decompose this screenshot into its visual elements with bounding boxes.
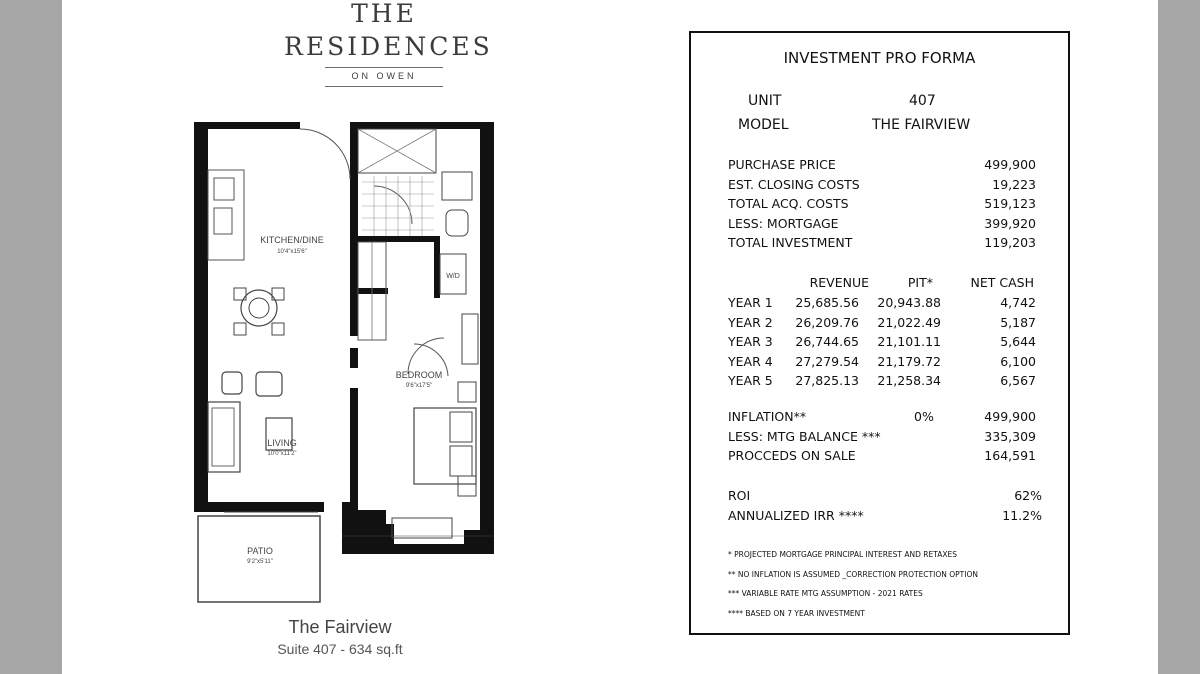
sale-label: LESS: MTG BALANCE *** (728, 428, 881, 444)
year-pit: 21,022.49 (877, 314, 941, 330)
year-revenue: 26,744.65 (795, 334, 859, 349)
footnote: *** VARIABLE RATE MTG ASSUMPTION - 2021 … (728, 589, 923, 598)
model-label: MODEL (738, 117, 789, 133)
cost-value: 119,203 (984, 235, 1036, 250)
room-dim-living: 10'0"x11'2" (267, 451, 296, 457)
cost-label: TOTAL INVESTMENT (728, 235, 853, 250)
year-label: YEAR 4 (728, 353, 773, 369)
return-label: ROI (728, 488, 751, 503)
year-pit: 21,179.72 (877, 353, 941, 369)
room-label-wd: W/D (446, 273, 460, 280)
cost-value: 499,900 (984, 157, 1036, 172)
column-header-revenue: REVENUE (809, 275, 869, 290)
room-dim-kitchen: 10'4"x15'6" (277, 249, 307, 255)
sale-label: INFLATION** (728, 409, 807, 424)
sale-value: 335,309 (984, 428, 1036, 444)
cost-label: LESS: MORTGAGE (728, 215, 839, 231)
return-label: ANNUALIZED IRR **** (728, 507, 864, 523)
room-label-living: LIVING (267, 438, 297, 448)
sale-value: 499,900 (984, 409, 1036, 424)
cost-value: 519,123 (984, 196, 1036, 211)
room-dim-patio: 9'2"x5'11" (247, 559, 273, 565)
column-header-pit: PIT* (907, 275, 933, 290)
year-label: YEAR 3 (728, 334, 773, 349)
footnote: * PROJECTED MORTGAGE PRINCIPAL INTEREST … (728, 550, 957, 559)
cost-label: EST. CLOSING COSTS (728, 176, 860, 192)
cost-label: PURCHASE PRICE (728, 157, 836, 172)
return-value: 11.2% (1002, 507, 1042, 523)
year-revenue: 27,279.54 (795, 353, 859, 369)
sale-mid: 0% (914, 409, 934, 424)
model-value: THE FAIRVIEW (872, 117, 971, 133)
brand-line1: THE (351, 0, 417, 28)
cost-value: 19,223 (992, 176, 1036, 192)
room-label-kitchen: KITCHEN/DINE (260, 235, 324, 245)
cost-value: 399,920 (984, 215, 1036, 231)
unit-label: UNIT (748, 93, 782, 109)
plan-suite: Suite 407 - 634 sq.ft (277, 641, 403, 657)
brand-line2: RESIDENCES (284, 32, 493, 61)
room-label-bedroom: BEDROOM (396, 370, 443, 380)
floor-plan: KITCHEN/DINE 10'4"x15'6" BEDROOM 9'6"x17… (194, 122, 494, 603)
year-revenue: 25,685.56 (795, 295, 859, 310)
brand-divider (325, 67, 443, 68)
year-revenue: 26,209.76 (795, 314, 859, 330)
year-label: YEAR 2 (728, 314, 773, 330)
room-dim-bedroom: 9'6"x17'5" (406, 383, 432, 389)
footnote: ** NO INFLATION IS ASSUMED _CORRECTION P… (728, 569, 978, 579)
plan-name: The Fairview (288, 617, 392, 637)
sale-label: PROCCEDS ON SALE (728, 448, 856, 463)
brand-subtitle: ON OWEN (351, 71, 417, 81)
column-header-net-cash: NET CASH (970, 275, 1034, 290)
footnote: **** BASED ON 7 YEAR INVESTMENT (728, 608, 865, 618)
room-label-patio: PATIO (247, 546, 273, 556)
year-label: YEAR 5 (728, 373, 773, 388)
investment-pro-forma: INVESTMENT PRO FORMA UNIT 407 MODEL THE … (689, 31, 1070, 635)
year-net-cash: 5,644 (1000, 334, 1036, 349)
unit-value: 407 (909, 93, 936, 109)
brand-divider-bottom (325, 86, 443, 87)
year-label: YEAR 1 (728, 295, 773, 310)
year-pit: 21,258.34 (877, 373, 941, 388)
year-net-cash: 6,100 (1000, 353, 1036, 369)
brand-logo: THE RESIDENCES ON OWEN (284, 0, 493, 87)
sale-value: 164,591 (984, 448, 1036, 463)
cost-label: TOTAL ACQ. COSTS (728, 196, 849, 211)
year-pit: 21,101.11 (877, 334, 941, 349)
year-net-cash: 5,187 (1000, 314, 1036, 330)
year-net-cash: 6,567 (1000, 373, 1036, 388)
year-revenue: 27,825.13 (795, 373, 859, 388)
year-net-cash: 4,742 (1000, 295, 1036, 310)
year-pit: 20,943.88 (877, 295, 941, 310)
document-page: THE RESIDENCES ON OWEN (62, 0, 1158, 674)
return-value: 62% (1014, 488, 1042, 503)
pro-forma-title: INVESTMENT PRO FORMA (783, 49, 976, 67)
